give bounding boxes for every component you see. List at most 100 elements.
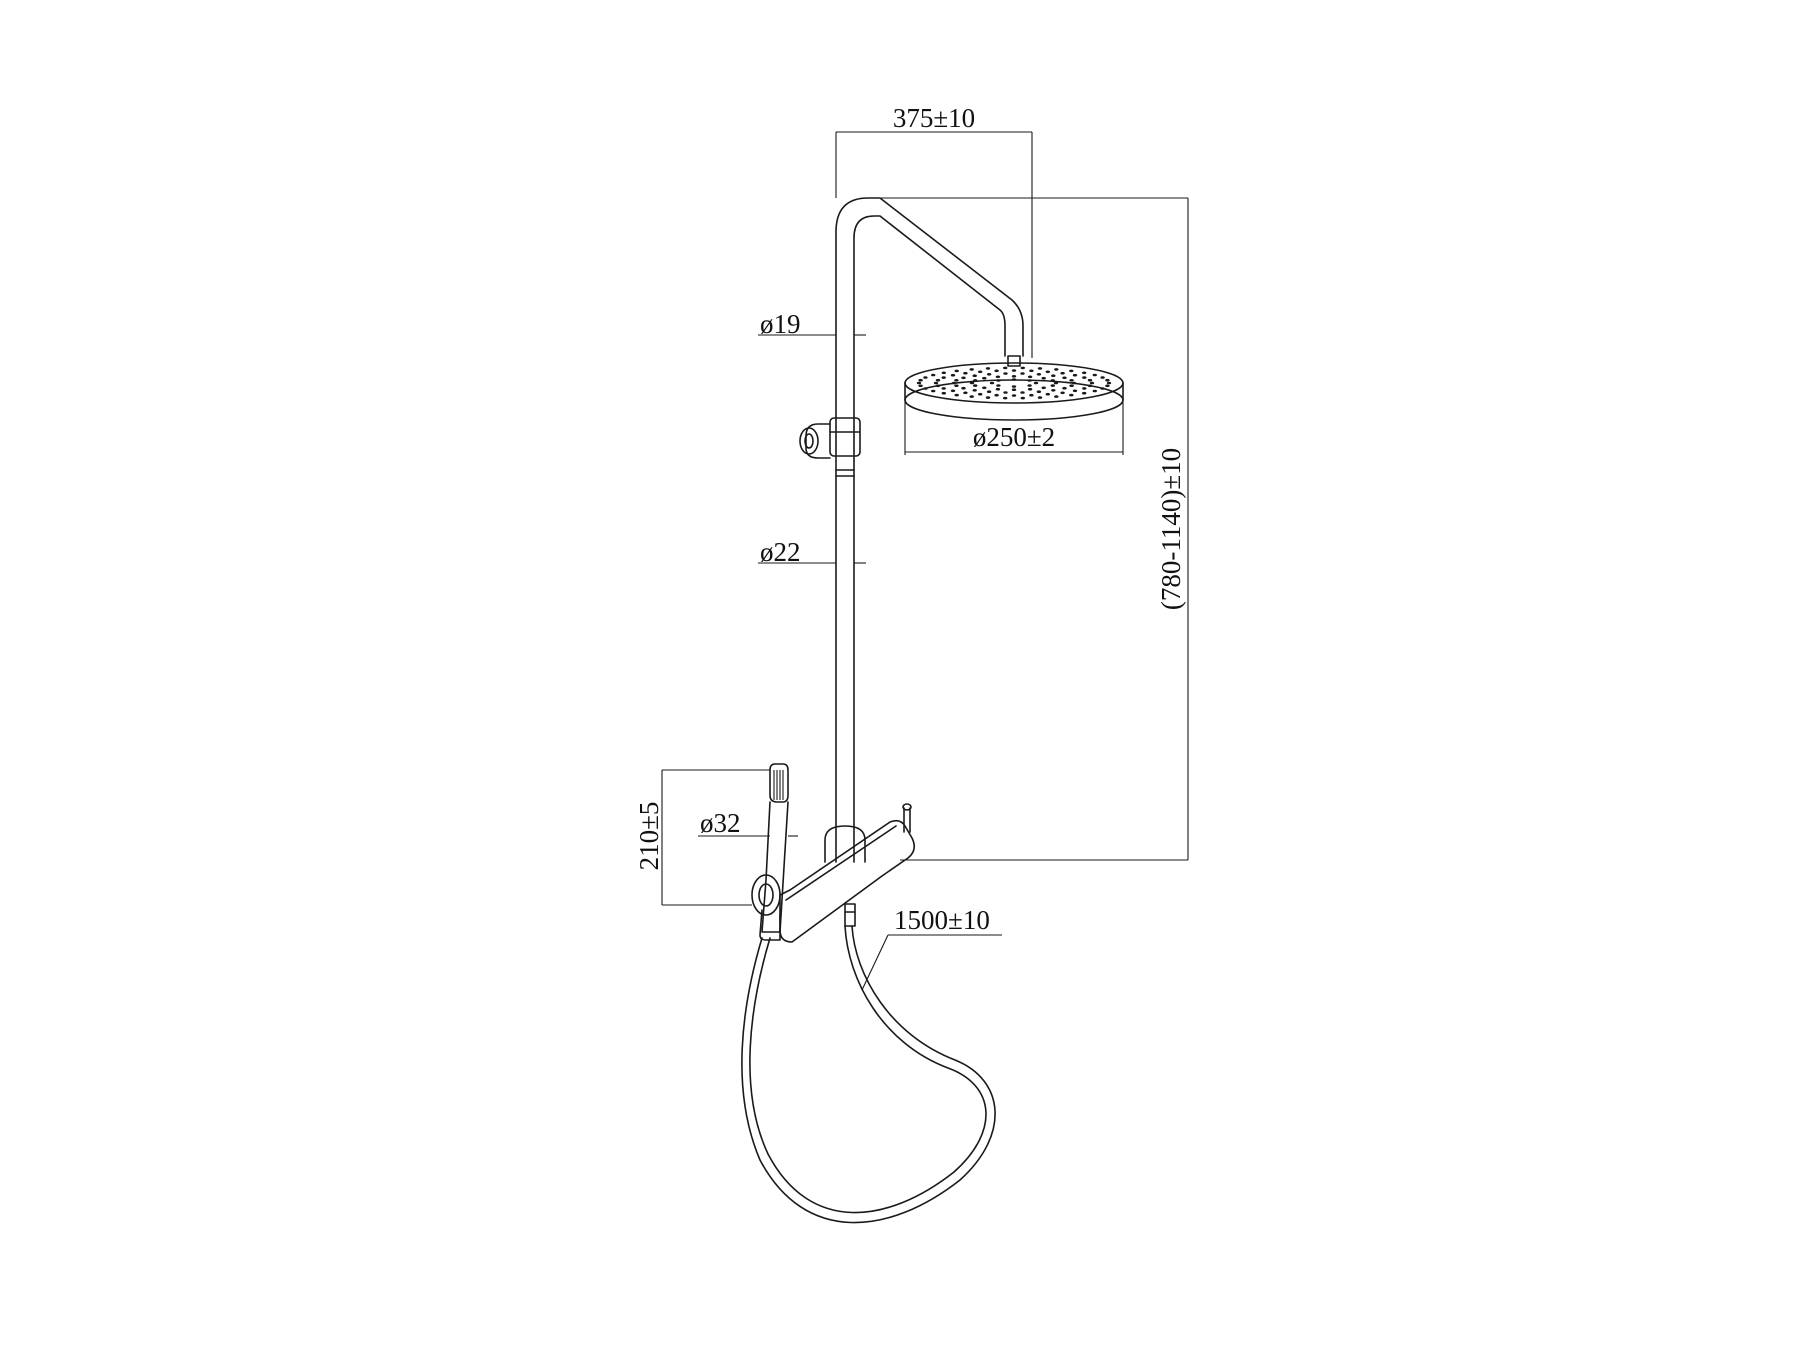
nozzle (963, 391, 968, 395)
nozzle (963, 371, 968, 375)
nozzle (1069, 393, 1074, 397)
nozzle (1020, 391, 1025, 394)
nozzle (1071, 381, 1077, 385)
nozzle (1069, 369, 1074, 373)
nozzle (933, 381, 939, 385)
nozzle (995, 387, 1001, 391)
nozzle (1087, 378, 1093, 382)
nozzle (950, 389, 956, 393)
nozzle (969, 381, 975, 385)
nozzle (1100, 387, 1105, 390)
nozzle (931, 373, 936, 377)
nozzle (1011, 369, 1017, 372)
nozzle (1100, 376, 1105, 379)
nozzle (1060, 371, 1065, 375)
nozzle (1105, 378, 1110, 382)
nozzle (1003, 366, 1008, 370)
nozzle (954, 384, 959, 388)
nozzle (1036, 390, 1042, 394)
nozzle (989, 381, 995, 385)
nozzle (1011, 394, 1017, 397)
nozzle (1003, 372, 1008, 375)
nozzle (916, 381, 922, 385)
nozzle (1045, 370, 1051, 374)
nozzle (1082, 387, 1087, 390)
nozzle (1011, 385, 1017, 388)
nozzle (1029, 393, 1034, 397)
riser-and-arm (835, 197, 1024, 863)
nozzle (961, 386, 966, 390)
nozzle (1003, 396, 1008, 400)
mixer-body (779, 803, 916, 943)
nozzle (1036, 373, 1042, 376)
dimension-lines (661, 131, 1189, 991)
hand-shower (751, 763, 789, 941)
nozzle (986, 373, 992, 376)
nozzle (1072, 373, 1078, 377)
nozzle (986, 390, 992, 394)
nozzle (961, 376, 966, 380)
nozzle (954, 379, 959, 382)
nozzle (918, 384, 923, 388)
height-range-label: (780-1140)±10 (1156, 448, 1186, 610)
nozzle (1089, 381, 1095, 385)
nozzle (1069, 384, 1074, 388)
nozzle (918, 378, 923, 382)
nozzle (1045, 392, 1051, 396)
nozzle (923, 376, 928, 379)
nozzle (1062, 386, 1067, 390)
nozzle (941, 371, 946, 375)
nozzle (941, 387, 946, 390)
nozzle (1027, 384, 1032, 387)
nozzle (1082, 391, 1087, 395)
nozzle (969, 395, 974, 398)
nozzle (1033, 381, 1039, 385)
nozzle (996, 379, 1001, 382)
nozzle (1011, 388, 1017, 392)
nozzle (931, 389, 936, 393)
nozzle (1050, 379, 1056, 382)
nozzle (1051, 374, 1056, 378)
nozzle (994, 393, 999, 397)
nozzle (1037, 367, 1043, 370)
arm-reach-label: 375±10 (893, 103, 975, 133)
nozzle (973, 379, 978, 382)
nozzle (1082, 376, 1087, 379)
nozzle (1029, 369, 1034, 373)
handshower-height-label: 210±5 (634, 802, 664, 871)
nozzle-pattern (916, 366, 1112, 400)
head-diameter-label: ø250±2 (973, 422, 1055, 452)
nozzle (978, 392, 983, 396)
nozzle (941, 391, 946, 395)
nozzle (935, 384, 941, 388)
nozzle (985, 396, 991, 399)
nozzle (1011, 378, 1017, 381)
nozzle (1041, 386, 1046, 390)
nozzle (972, 374, 977, 378)
nozzle (994, 369, 999, 373)
nozzle (1092, 389, 1098, 393)
nozzle (982, 376, 987, 380)
slider-holder (799, 417, 861, 459)
nozzle (1041, 376, 1046, 380)
nozzle (1020, 396, 1025, 400)
shower-head (904, 355, 1124, 421)
nozzle (1082, 371, 1087, 375)
nozzle (1027, 375, 1033, 379)
riser-lower-diameter-label: ø22 (760, 537, 801, 567)
nozzle (995, 375, 1001, 379)
handshower-diameter-label: ø32 (700, 808, 741, 838)
nozzle (1027, 379, 1032, 382)
nozzle (1105, 384, 1110, 388)
nozzle (923, 387, 928, 390)
nozzle (972, 389, 977, 392)
riser-upper-diameter-label: ø19 (760, 309, 801, 339)
nozzle (951, 381, 957, 385)
nozzle (1092, 373, 1098, 377)
nozzle (1054, 395, 1059, 398)
nozzle (1020, 372, 1025, 375)
nozzle (1054, 368, 1059, 371)
nozzle (996, 384, 1001, 387)
nozzle (982, 386, 987, 390)
